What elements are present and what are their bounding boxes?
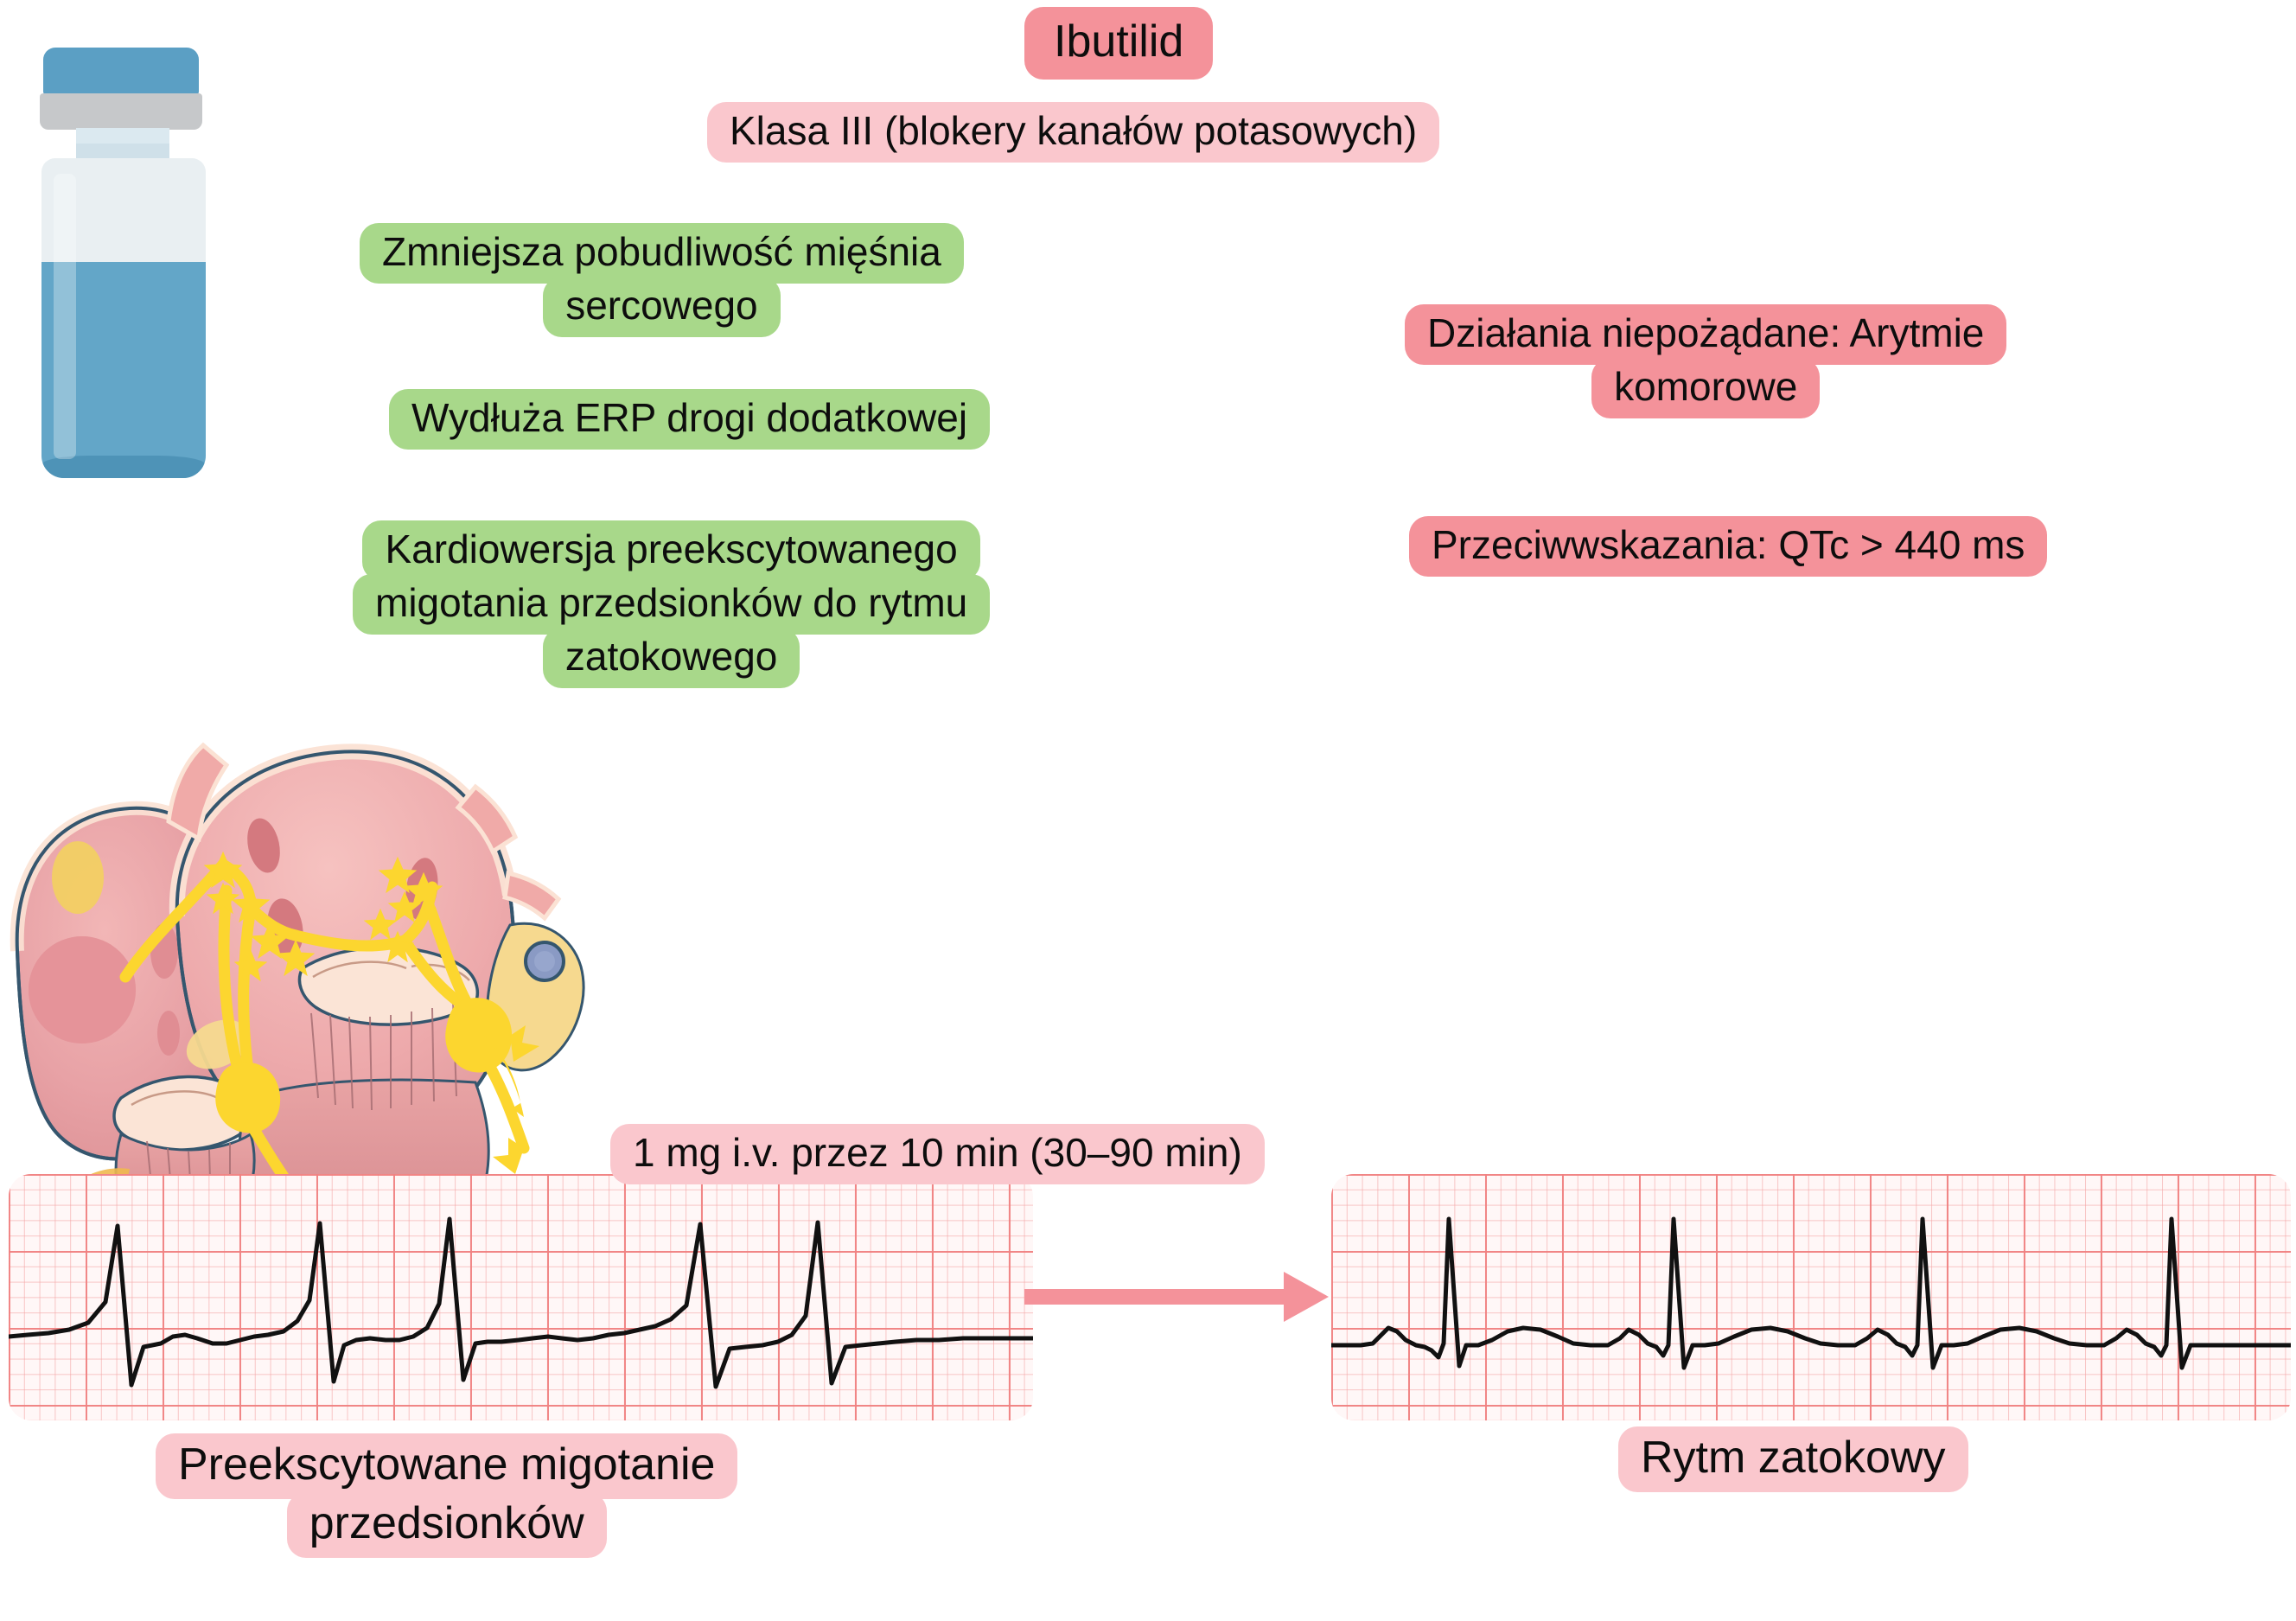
dosing-text: 1 mg i.v. przez 10 min (30–90 min)	[610, 1124, 1265, 1184]
ecg-caption-line: Rytm zatokowy	[1618, 1426, 1968, 1492]
effect-line: migotania przedsionków do rytmu	[353, 574, 991, 635]
ecg-trace-before	[9, 1216, 1033, 1389]
ecg-caption-line: Preekscytowane migotanie	[156, 1433, 738, 1499]
right-arrow-icon	[1024, 1272, 1329, 1322]
drug-class-badge: Klasa III (blokery kanałów potasowych)	[707, 102, 1440, 163]
dosing-badge: 1 mg i.v. przez 10 min (30–90 min)	[610, 1124, 1265, 1184]
ecg-caption-after: Rytm zatokowy	[1618, 1426, 1968, 1492]
effect-card-1: Zmniejsza pobudliwość mięśnia sercowego	[360, 223, 964, 337]
warning-line: komorowe	[1591, 358, 1821, 418]
ecg-strip-after	[1331, 1174, 2291, 1420]
ecg-strip-before	[9, 1174, 1033, 1420]
effect-line: sercowego	[543, 277, 781, 337]
drug-title-text: Ibutilid	[1024, 7, 1214, 80]
ecg-caption-line: przedsionków	[286, 1492, 607, 1558]
heart-conduction-icon	[0, 692, 614, 1222]
ecg-trace-after	[1331, 1216, 2291, 1370]
drug-vial-icon	[26, 48, 251, 653]
drug-class-text: Klasa III (blokery kanałów potasowych)	[707, 102, 1440, 163]
effect-line: Zmniejsza pobudliwość mięśnia	[360, 223, 964, 284]
effect-card-2: Wydłuża ERP drogi dodatkowej	[389, 389, 991, 450]
warning-line: Działania niepożądane: Arytmie	[1405, 304, 2007, 365]
effect-card-3: Kardiowersja preekscytowanego migotania …	[353, 520, 991, 688]
effect-line: Kardiowersja preekscytowanego	[362, 520, 980, 581]
ecg-caption-before: Preekscytowane migotanie przedsionków	[156, 1433, 738, 1558]
effect-line: Wydłuża ERP drogi dodatkowej	[389, 389, 991, 450]
effect-line: zatokowego	[542, 628, 800, 688]
ecg-grid-before	[9, 1174, 1033, 1420]
drug-title: Ibutilid	[1024, 7, 1214, 80]
ecg-grid-after	[1331, 1174, 2291, 1420]
warning-card-contraindication: Przeciwwskazania: QTc > 440 ms	[1409, 516, 2048, 577]
warning-card-adverse: Działania niepożądane: Arytmie komorowe	[1405, 304, 2007, 418]
warning-line: Przeciwwskazania: QTc > 440 ms	[1409, 516, 2048, 577]
